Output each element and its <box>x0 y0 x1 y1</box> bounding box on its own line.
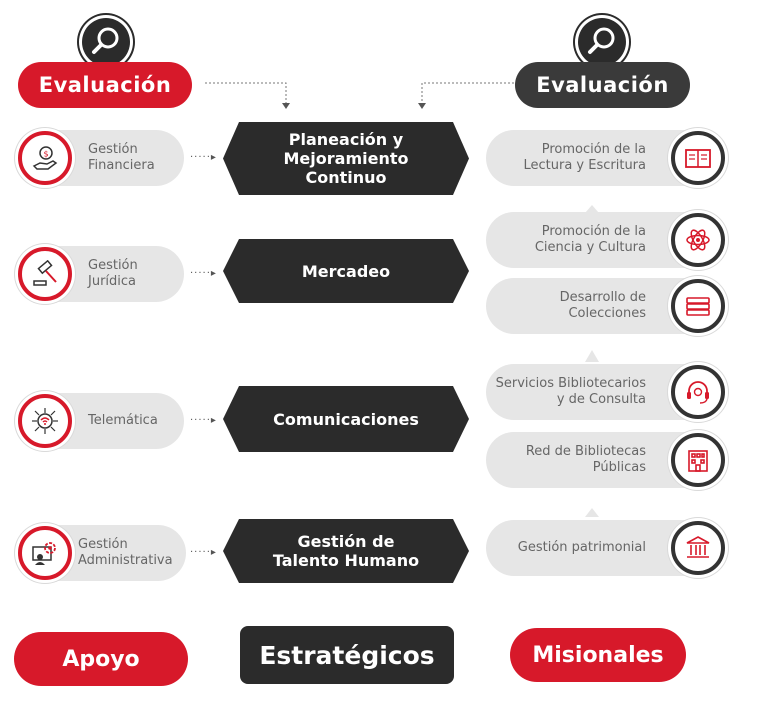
ring-lectura <box>671 131 725 185</box>
ring-colecciones <box>671 279 725 333</box>
strategic-planeacion: Planeación y Mejoramiento Continuo <box>223 122 469 195</box>
missional-item-label: Servicios Bibliotecarios y de Consulta <box>495 376 646 407</box>
atom-icon <box>686 229 710 251</box>
books-stack-icon <box>686 297 710 316</box>
support-item-label: Gestión Financiera <box>88 142 155 173</box>
library-building-icon <box>688 450 708 472</box>
headset-icon <box>687 381 709 404</box>
admin-gear-icon <box>32 542 56 565</box>
ring-patrimonial <box>671 521 725 575</box>
ring-red-bibliotecas <box>671 433 725 487</box>
evaluation-pill-left: Evaluación <box>18 62 192 108</box>
support-item-label: Gestión Jurídica <box>88 258 138 289</box>
museum-icon <box>686 536 710 558</box>
ring-juridica <box>18 247 72 301</box>
category-misionales: Misionales <box>510 628 686 682</box>
open-book-icon <box>685 149 711 168</box>
magnifier-badge-left <box>82 18 130 66</box>
missional-item-label: Promoción de la Ciencia y Cultura <box>534 224 646 255</box>
svg-text:$: $ <box>43 150 48 159</box>
support-item-label: Telemática <box>88 413 158 428</box>
magnifier-badge-right <box>578 18 626 66</box>
magnifier-icon <box>92 27 119 54</box>
ring-financiera: $ <box>18 131 72 185</box>
missional-item-label: Promoción de la Lectura y Escritura <box>523 142 646 173</box>
missional-item-label: Gestión patrimonial <box>517 540 646 555</box>
strategic-comunicaciones: Comunicaciones <box>223 386 469 452</box>
ring-servicios <box>671 365 725 419</box>
category-estrategicos: Estratégicos <box>240 626 454 684</box>
ring-administrativa <box>18 526 72 580</box>
ring-ciencia <box>671 213 725 267</box>
support-item-label: Gestión Administrativa <box>78 537 173 568</box>
arrow-administrativa: ·····▸ <box>190 547 217 558</box>
category-apoyo: Apoyo <box>14 632 188 686</box>
evaluation-pill-right: Evaluación <box>515 62 690 108</box>
money-hand-icon: $ <box>32 146 58 170</box>
strategic-talento-humano: Gestión de Talento Humano <box>223 519 469 583</box>
ring-telematica <box>18 394 72 448</box>
arrow-juridica: ·····▸ <box>190 268 217 279</box>
arrow-financiera: ·····▸ <box>190 152 217 163</box>
wifi-network-icon <box>32 408 58 434</box>
gavel-icon <box>33 260 57 286</box>
strategic-mercadeo: Mercadeo <box>223 239 469 303</box>
magnifier-icon <box>588 27 615 54</box>
missional-item-label: Desarrollo de Colecciones <box>559 290 646 321</box>
missional-item-label: Red de Bibliotecas Públicas <box>525 444 646 475</box>
arrow-telematica: ·····▸ <box>190 415 217 426</box>
